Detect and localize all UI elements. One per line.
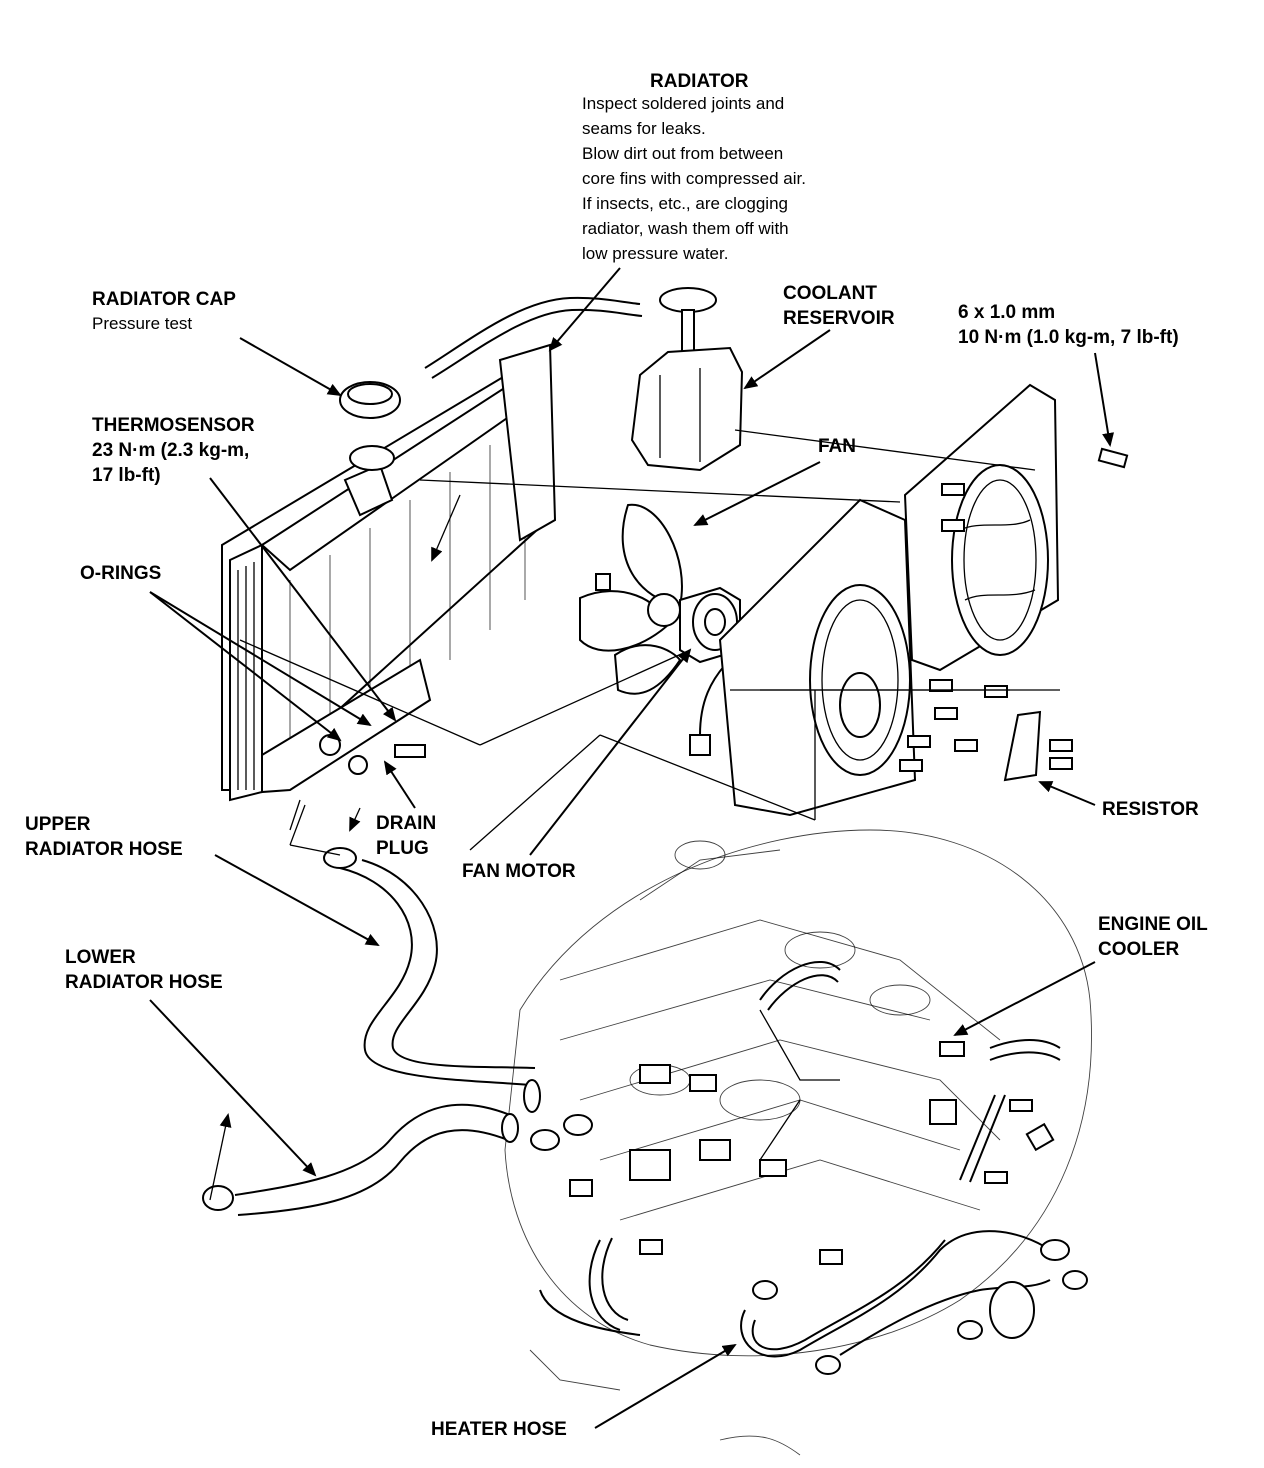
label-line: RESERVOIR [783, 308, 895, 329]
label-line: LOWER [65, 947, 136, 968]
radiator-drawing [221, 343, 557, 802]
leader-lines [149, 267, 1114, 1429]
lower-radiator-hose-label: LOWER RADIATOR HOSE [65, 945, 223, 995]
label-line: DRAIN [376, 813, 437, 834]
radiator-notes: Inspect soldered joints and seams for le… [582, 91, 806, 266]
resistor-drawing [1003, 710, 1042, 782]
radiator-note-line: seams for leaks. [582, 119, 706, 138]
engine-drawing [504, 829, 1092, 1456]
label-line: 10 N·m (1.0 kg-m, 7 lb-ft) [958, 327, 1179, 348]
label-line: UPPER [25, 814, 91, 835]
radiator-note-line: low pressure water. [582, 244, 729, 263]
engine-fittings-drawing [569, 1009, 843, 1265]
radiator-note-line: core fins with compressed air. [582, 169, 806, 188]
engine-oil-cooler-label: ENGINE OIL COOLER [1098, 912, 1208, 962]
label-line: COOLANT [783, 283, 877, 304]
radiator-note-line: Inspect soldered joints and [582, 94, 785, 113]
fan-drawing [579, 503, 683, 695]
rear-fan-shroud-drawing [903, 383, 1060, 672]
bolts-drawing [394, 447, 1129, 772]
radiator-cap-note: Pressure test [92, 314, 193, 333]
fan-label: FAN [818, 436, 856, 457]
heater-hose-label: HEATER HOSE [431, 1419, 567, 1440]
label-line: ENGINE OIL [1098, 914, 1208, 935]
o-rings-label: O-RINGS [80, 563, 162, 584]
fan-shroud-drawing [718, 498, 917, 817]
bolt-spec-label: 6 x 1.0 mm 10 N·m (1.0 kg-m, 7 lb-ft) [958, 300, 1179, 350]
label-line: 6 x 1.0 mm [958, 302, 1056, 323]
assembly-lines [239, 429, 1060, 851]
radiator-note-line: If insects, etc., are clogging [582, 194, 788, 213]
radiator-title: RADIATOR [650, 71, 749, 92]
radiator-note-line: radiator, wash them off with [582, 219, 789, 238]
label-line: RADIATOR HOSE [25, 839, 183, 860]
upper-radiator-hose-drawing [323, 847, 541, 1113]
coolant-reservoir-drawing [630, 287, 744, 472]
resistor-label: RESISTOR [1102, 799, 1199, 820]
coolant-reservoir-label: COOLANT RESERVOIR [783, 281, 895, 331]
label-line: 17 lb-ft) [92, 465, 161, 486]
lower-radiator-hose-drawing [202, 1103, 593, 1216]
thermosensor-label: THERMOSENSOR 23 N·m (2.3 kg-m, 17 lb-ft) [92, 413, 255, 488]
upper-radiator-hose-label: UPPER RADIATOR HOSE [25, 812, 183, 862]
label-line: 23 N·m (2.3 kg-m, [92, 440, 250, 461]
label-line: PLUG [376, 838, 429, 859]
engine-oil-cooler-drawing [929, 1039, 1061, 1184]
label-line: THERMOSENSOR [92, 415, 255, 436]
fan-motor-label: FAN MOTOR [462, 861, 576, 882]
label-line: COOLER [1098, 939, 1180, 960]
drain-plug-label: DRAIN PLUG [376, 811, 436, 861]
overflow-hose-drawing [424, 296, 643, 379]
label-line: RADIATOR HOSE [65, 972, 223, 993]
radiator-note-line: Blow dirt out from between [582, 144, 784, 163]
radiator-cap-drawing [339, 381, 401, 419]
heater-hose-drawing [539, 960, 1088, 1375]
radiator-cap-label: RADIATOR CAP [92, 289, 236, 310]
